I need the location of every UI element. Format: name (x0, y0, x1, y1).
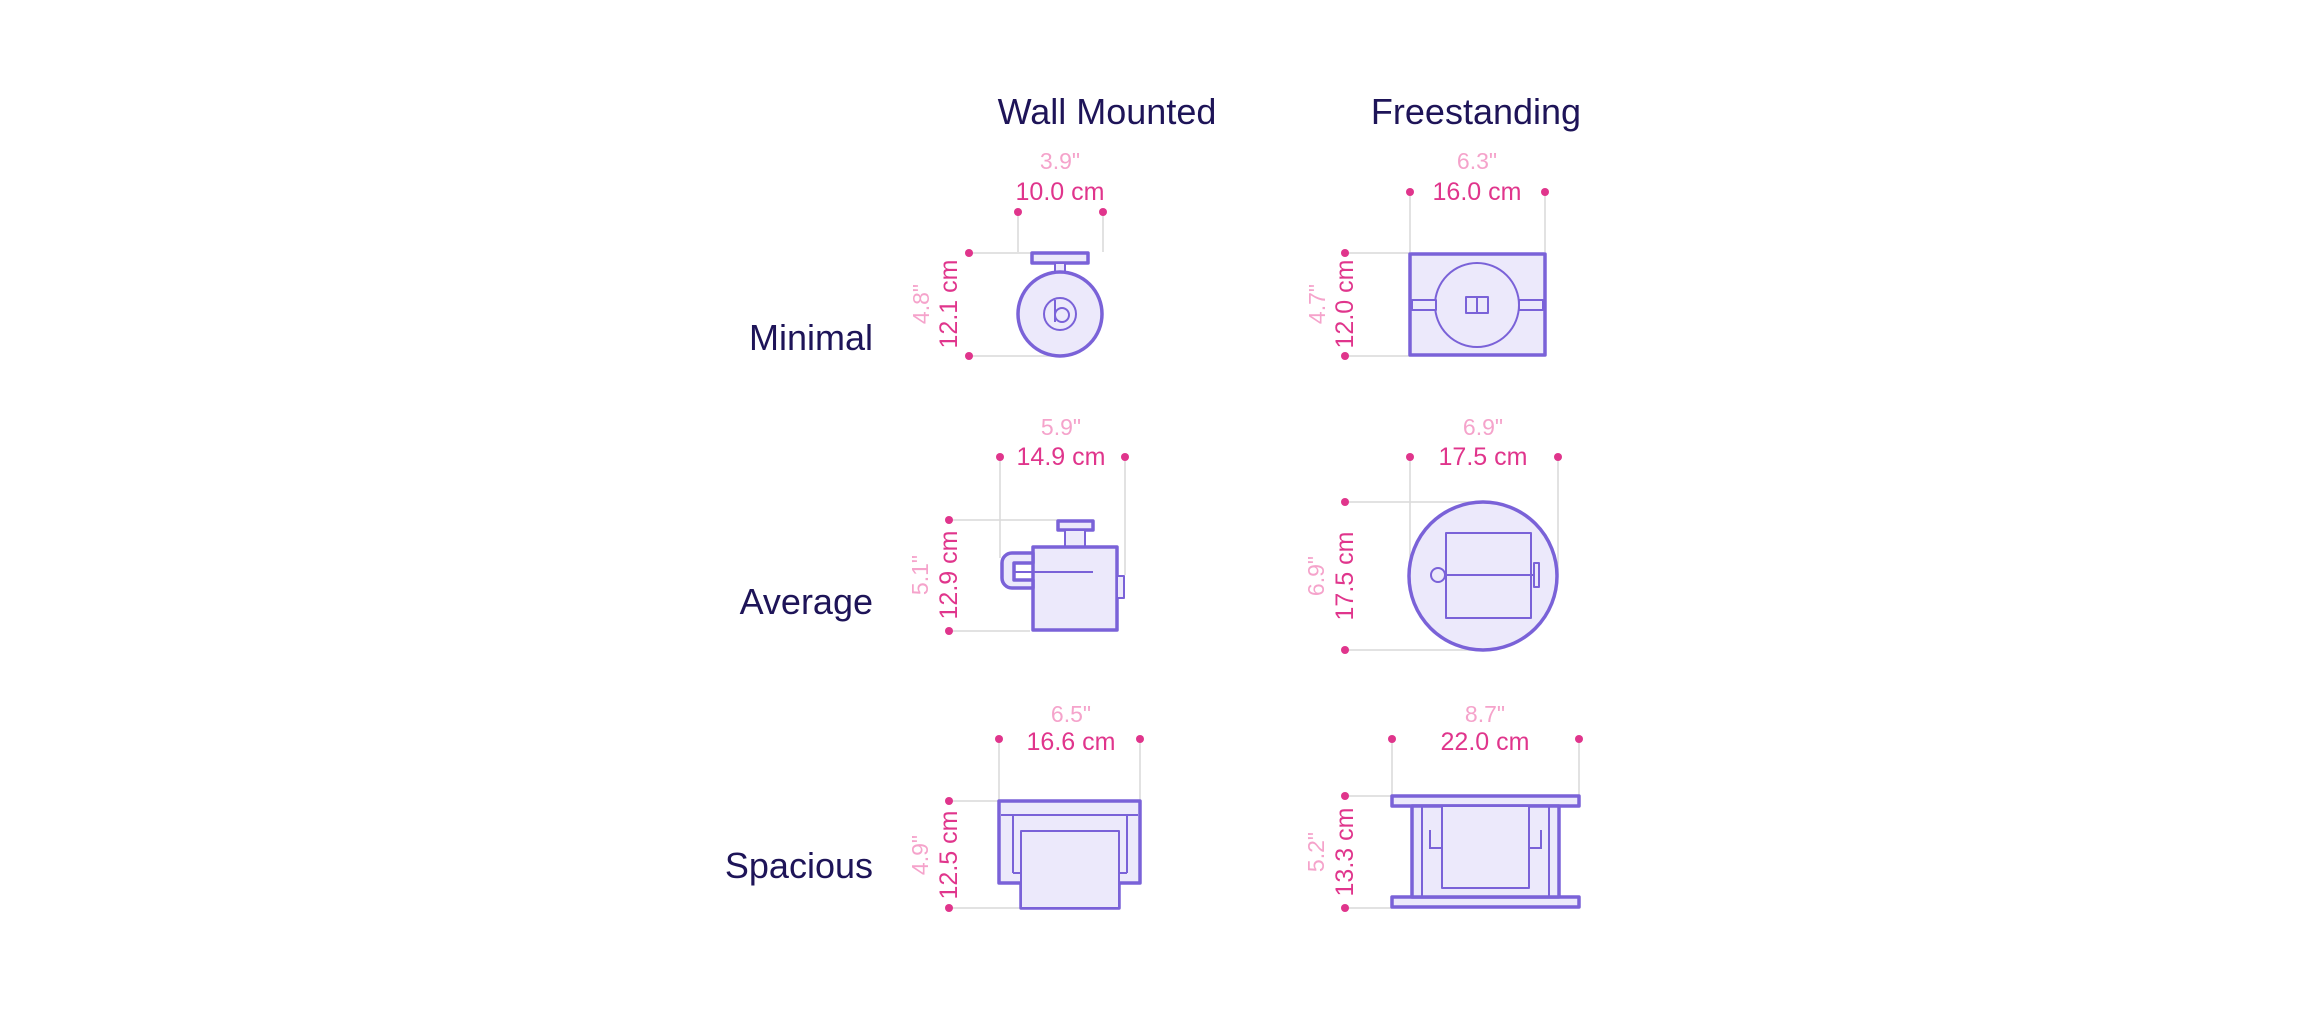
toilet-paper-holder-wall-minimal (1016, 251, 1104, 358)
width-inches-label: 8.7" (1465, 701, 1505, 727)
dimension-marker (1341, 249, 1349, 257)
dimension-marker (995, 735, 1003, 743)
dimension-marker (1099, 208, 1107, 216)
dimension-marker (945, 516, 953, 524)
height-cm-label: 13.3 cm (1331, 808, 1359, 897)
dimension-marker (1388, 735, 1396, 743)
dimension-marker (1554, 453, 1562, 461)
height-cm-label: 12.1 cm (935, 260, 963, 349)
toilet-paper-holder-free-spacious (1390, 794, 1581, 909)
dimension-marker (945, 904, 953, 912)
height-cm-label: 12.0 cm (1331, 260, 1359, 349)
dimension-marker (1541, 188, 1549, 196)
dimension-marker (945, 627, 953, 635)
dimension-marker (1406, 453, 1414, 461)
height-inches-label: 4.8" (908, 284, 934, 324)
toilet-paper-holder-wall-spacious (997, 799, 1142, 910)
width-inches-label: 6.5" (1051, 701, 1091, 727)
column-heading-wall-mounted: Wall Mounted (998, 91, 1217, 132)
dimension-marker (1341, 352, 1349, 360)
dimension-marker (1341, 498, 1349, 506)
dimension-marker (1341, 904, 1349, 912)
dimension-block-wall-spacious: 6.5" 16.6 cm 4.9" 12.5 cm (907, 701, 1144, 912)
height-inches-label: 5.1" (907, 555, 933, 595)
dimension-marker (1575, 735, 1583, 743)
row-heading-average: Average (740, 581, 873, 622)
dimension-marker (965, 249, 973, 257)
width-cm-label: 17.5 cm (1439, 443, 1528, 471)
height-inches-label: 4.9" (907, 835, 933, 875)
dimension-block-free-minimal: 6.3" 16.0 cm 4.7" 12.0 cm (1304, 148, 1549, 360)
toilet-paper-holder-free-minimal (1408, 252, 1547, 357)
toilet-paper-holder-wall-average (1000, 519, 1125, 632)
width-inches-label: 5.9" (1041, 414, 1081, 440)
column-heading-freestanding: Freestanding (1371, 91, 1581, 132)
dimension-marker (1136, 735, 1144, 743)
height-cm-label: 12.9 cm (935, 531, 963, 620)
row-heading-minimal: Minimal (749, 317, 873, 358)
dimension-marker (965, 352, 973, 360)
height-cm-label: 17.5 cm (1331, 532, 1359, 621)
width-cm-label: 22.0 cm (1441, 728, 1530, 756)
width-cm-label: 16.6 cm (1027, 728, 1116, 756)
dimension-block-wall-minimal: 3.9" 10.0 cm 4.8" 12.1 cm (908, 148, 1107, 360)
row-heading-spacious: Spacious (725, 845, 873, 886)
height-inches-label: 4.7" (1304, 284, 1330, 324)
dimension-block-free-spacious: 8.7" 22.0 cm 5.2" 13.3 cm (1303, 701, 1583, 912)
dimension-marker (1341, 646, 1349, 654)
height-cm-label: 12.5 cm (935, 811, 963, 900)
dimension-marker (945, 797, 953, 805)
toilet-paper-holder-free-average (1407, 500, 1559, 652)
width-cm-label: 16.0 cm (1433, 178, 1522, 206)
dimension-block-wall-average: 5.9" 14.9 cm 5.1" 12.9 cm (907, 414, 1129, 635)
dimension-marker (1406, 188, 1414, 196)
height-inches-label: 5.2" (1303, 832, 1329, 872)
height-inches-label: 6.9" (1303, 556, 1329, 596)
width-cm-label: 14.9 cm (1017, 443, 1106, 471)
width-inches-label: 6.9" (1463, 414, 1503, 440)
dimension-marker (1341, 792, 1349, 800)
dimension-block-free-average: 6.9" 17.5 cm 6.9" 17.5 cm (1303, 414, 1562, 654)
dimension-marker (1014, 208, 1022, 216)
width-cm-label: 10.0 cm (1016, 178, 1105, 206)
width-inches-label: 6.3" (1457, 148, 1497, 174)
dimension-marker (1121, 453, 1129, 461)
width-inches-label: 3.9" (1040, 148, 1080, 174)
dimension-marker (996, 453, 1004, 461)
